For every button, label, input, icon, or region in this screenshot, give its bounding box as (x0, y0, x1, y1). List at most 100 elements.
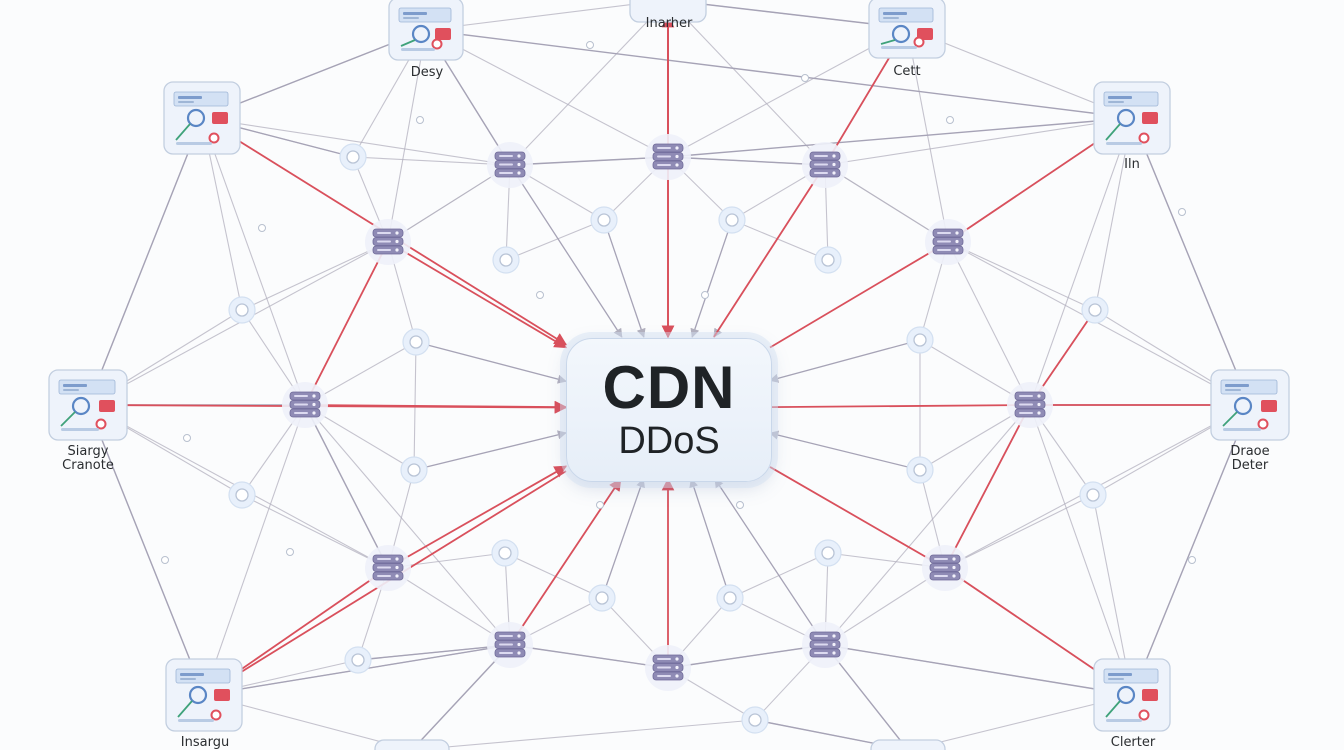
link-edge (241, 494, 389, 569)
arrow-edge (667, 641, 826, 669)
link-edge (824, 404, 1031, 646)
arrow-edge (304, 404, 389, 569)
server-stack-icon (365, 219, 411, 265)
arrow-edge (667, 156, 826, 170)
link-edge (824, 117, 1133, 166)
server-stack-icon (802, 622, 848, 668)
relay-node-icon (590, 206, 618, 234)
mitigation-edge (713, 163, 826, 338)
relay-node-icon (228, 481, 256, 509)
small-node-dot (536, 291, 544, 299)
link-edge (947, 241, 1251, 406)
relay-node-icon (228, 296, 256, 324)
arrow-edge (509, 644, 669, 672)
dashboard-panel-cett (868, 0, 946, 59)
server-stack-icon (282, 382, 328, 428)
dashboard-panel-inarher (629, 0, 707, 23)
link-edge (425, 0, 669, 31)
label-draoe-deter: Draoe Deter (1230, 444, 1270, 473)
relay-node-icon (344, 646, 372, 674)
arrow-edge (86, 117, 204, 406)
link-edge (509, 0, 669, 166)
relay-node-icon (588, 584, 616, 612)
attack-edge (509, 477, 622, 646)
link-edge (304, 404, 511, 646)
arrow-edge (667, 113, 1133, 158)
server-stack-icon (645, 645, 691, 691)
attack-chain-edge (304, 241, 389, 407)
link-edge (1029, 117, 1133, 406)
hub-inbound-edge (690, 219, 733, 338)
hub-inbound-edge (769, 339, 921, 383)
relay-node-icon (906, 326, 934, 354)
link-edge (505, 219, 605, 261)
label-inarher: Inarher (645, 16, 693, 31)
link-edge (241, 241, 389, 311)
small-node-dot (1188, 556, 1196, 564)
small-node-dot (258, 224, 266, 232)
small-node-dot (586, 41, 594, 49)
link-edge (201, 117, 306, 406)
relay-node-icon (906, 456, 934, 484)
small-node-dot (1178, 208, 1186, 216)
link-edge (947, 241, 1031, 406)
arrow-edge (425, 29, 1133, 122)
relay-node-icon (716, 584, 744, 612)
link-edge (824, 164, 949, 243)
hub-inbound-edge (714, 478, 826, 646)
arrow-edge (357, 640, 511, 661)
link-edge (947, 241, 1096, 311)
dashboard-panel-bottom-left (374, 739, 450, 750)
arrow-edge (1131, 117, 1252, 406)
label-clerter: Clerter (1110, 735, 1156, 750)
relay-node-icon (492, 246, 520, 274)
link-edge (1029, 404, 1133, 696)
link-edge (425, 29, 669, 158)
link-edge (667, 27, 908, 158)
dashboard-panel-upper-left (163, 81, 241, 155)
link-edge (944, 494, 1094, 569)
label-insargu: Insargu (180, 735, 230, 750)
hub-inbound-edge (415, 341, 567, 384)
dashboard-panel-insargu (165, 658, 243, 732)
dashboard-panel-siargy (48, 369, 128, 441)
link-edge (201, 117, 511, 166)
link-edge (387, 29, 427, 243)
attack-edge (387, 465, 568, 569)
hub-inbound-edge (769, 430, 921, 471)
hub-title: CDN (602, 354, 736, 421)
arrow-edge (1130, 404, 1252, 696)
link-edge (667, 0, 826, 166)
link-edge (87, 241, 389, 406)
relay-node-icon (1081, 296, 1109, 324)
server-stack-icon (925, 219, 971, 265)
hub-inbound-edge (603, 219, 646, 338)
small-node-dot (416, 116, 424, 124)
link-edge (203, 404, 306, 696)
link-edge (504, 552, 603, 599)
server-stack-icon (802, 142, 848, 188)
dashboard-panel-bottom-right (870, 739, 946, 750)
hub-inbound-edge (509, 164, 623, 338)
label-iln: Iln (1124, 157, 1140, 172)
attack-chain-edge (944, 403, 1031, 569)
relay-node-icon (402, 328, 430, 356)
relay-node-icon (400, 456, 428, 484)
link-edge (824, 567, 946, 646)
small-node-dot (801, 74, 809, 82)
server-stack-icon (487, 622, 533, 668)
link-edge (387, 164, 511, 243)
server-stack-icon (1007, 382, 1053, 428)
relay-node-icon (741, 706, 769, 734)
mitigation-edge (769, 241, 950, 349)
mitigation-edge (769, 466, 947, 569)
small-node-dot (701, 291, 709, 299)
mitigation-edge (769, 398, 1032, 412)
small-node-dot (183, 434, 191, 442)
relay-node-icon (491, 539, 519, 567)
arrow-edge (411, 644, 511, 750)
small-node-dot (736, 501, 744, 509)
dashboard-panel-iln (1093, 81, 1171, 155)
label-cett: Cett (893, 64, 921, 79)
